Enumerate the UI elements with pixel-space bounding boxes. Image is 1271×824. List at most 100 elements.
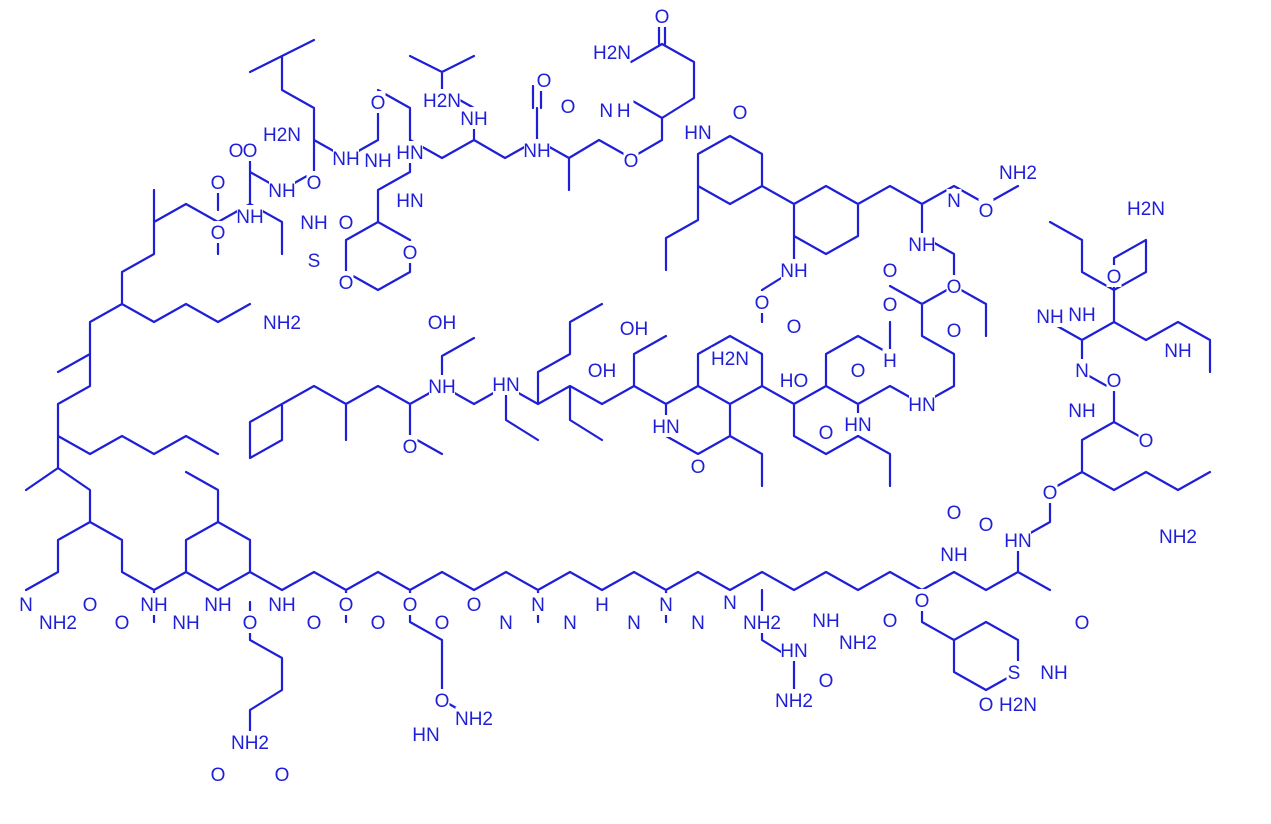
atom-label-text: O [883, 295, 898, 316]
atom-label-text: H [595, 595, 609, 616]
atom-label: NH2 [39, 611, 77, 634]
atom-label-text: NH [812, 611, 839, 632]
atom-label-text: NH [940, 545, 967, 566]
atom-label: O [274, 763, 290, 786]
atom-label: NH [1036, 305, 1064, 328]
atom-label-text: HO [780, 371, 809, 392]
atom-label: NH [428, 375, 456, 398]
atom-label: O [690, 455, 706, 478]
atom-label: O [946, 275, 962, 298]
atom-label: O [1106, 265, 1122, 288]
atom-label-text: NH2 [999, 163, 1037, 184]
atom-label: O [946, 501, 962, 524]
atom-label-text: O [947, 277, 962, 298]
atom-label-text: HN [396, 191, 423, 212]
atom-label-text: S [1008, 663, 1021, 684]
atom-label-text: NH2 [775, 691, 813, 712]
atom-label: N [946, 189, 962, 212]
atom-label-text: NH [460, 109, 487, 130]
atom-label: H2N [1127, 197, 1165, 220]
atom-label: O [1106, 369, 1122, 392]
atom-label-text: N [563, 613, 577, 634]
atom-label: S [306, 249, 322, 272]
atom-label-text: NH2 [1159, 527, 1197, 548]
atom-label: H [882, 349, 898, 372]
atom-label-text: O [339, 213, 354, 234]
atom-label: NH2 [263, 311, 301, 334]
atom-label: NH [364, 149, 392, 172]
atom-label: NH2 [455, 707, 493, 730]
atom-label: O [978, 199, 994, 222]
atom-label-text: NH2 [839, 633, 877, 654]
atom-label: HN [908, 393, 936, 416]
atom-label: O [370, 611, 386, 634]
atom-label: O [946, 319, 962, 342]
atom-label: NH2 [1159, 525, 1197, 548]
atom-label: NH2 [999, 161, 1037, 184]
atom-label-text: O [624, 151, 639, 172]
atom-label: O [370, 91, 386, 114]
atom-label: NH2 [839, 631, 877, 654]
atom-label-text: O [819, 671, 834, 692]
atom-label: N [562, 611, 578, 634]
atom-label-text: O [1043, 483, 1058, 504]
atom-label-text: O [403, 243, 418, 264]
atom-label-text: O [211, 765, 226, 786]
atom-label: O [306, 171, 322, 194]
atom-label: NH [908, 233, 936, 256]
atom-label: OH [588, 359, 616, 382]
atom-label: H2N [999, 693, 1037, 716]
atom-label-text: HN [780, 641, 807, 662]
atom-label: HN [412, 723, 440, 746]
atom-label-text: O [435, 613, 450, 634]
atom-label-text: NH [364, 151, 391, 172]
atom-label: N [658, 593, 674, 616]
atom-label: NH [172, 611, 200, 634]
atom-label: O [732, 101, 748, 124]
atom-label-text: O [691, 457, 706, 478]
atom-label-text: O [883, 261, 898, 282]
atom-label-text: NH [332, 149, 359, 170]
atom-label: O [1074, 611, 1090, 634]
atom-label-text: H2N [423, 91, 461, 112]
atom-label: O [978, 693, 994, 716]
atom-label: O [818, 669, 834, 692]
atom-label-text: N [723, 593, 737, 614]
atom-label-text: NH2 [455, 709, 493, 730]
atom-label-text: O [83, 595, 98, 616]
atom-label-text: NH [780, 261, 807, 282]
atom-label: NH [300, 211, 328, 234]
atom-label-text: H2N [593, 43, 631, 64]
atom-label: O [210, 763, 226, 786]
atom-label: O [536, 69, 552, 92]
atom-label: HN [1004, 529, 1032, 552]
atom-label-text: O [115, 613, 130, 634]
atom-label: N [722, 591, 738, 614]
atom-label: H [594, 593, 610, 616]
atom-label: NH [140, 593, 168, 616]
atom-label-text: H2N [711, 349, 749, 370]
atom-label: O [242, 611, 258, 634]
atom-label: NH [780, 259, 808, 282]
atom-label-text: NH2 [263, 313, 301, 334]
atom-label: H2N [423, 89, 461, 112]
atom-label: NH [460, 107, 488, 130]
atom-label: O [754, 291, 770, 314]
atom-label: OH [620, 317, 648, 340]
atom-label: NH [268, 179, 296, 202]
atom-label-text: NH2 [743, 613, 781, 634]
atom-label-text: O [979, 201, 994, 222]
atom-label-text: HN [844, 415, 871, 436]
atom-label: O [914, 589, 930, 612]
atom-label-text: O [339, 273, 354, 294]
atom-label: O [402, 435, 418, 458]
atom-label: O [402, 593, 418, 616]
atom-label-text: O [307, 173, 322, 194]
atom-label: NH2 [231, 731, 269, 754]
atom-label-text: O [435, 691, 450, 712]
atom-label: N [690, 611, 706, 634]
atom-label-text: HN [1004, 531, 1031, 552]
atom-label-text: O [403, 437, 418, 458]
atom-label: S [1006, 661, 1022, 684]
atom-label-text: NH [428, 377, 455, 398]
